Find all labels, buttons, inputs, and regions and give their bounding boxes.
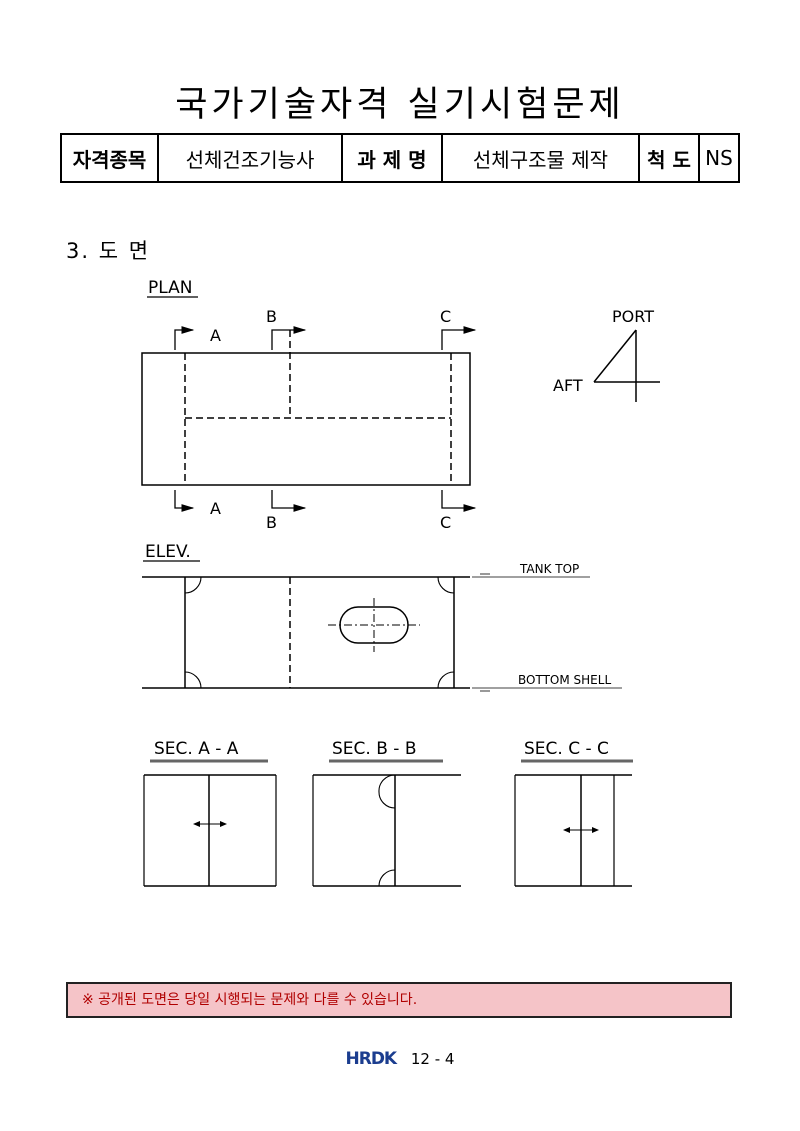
- scale-label: 척 도: [638, 133, 700, 183]
- sec-c-label: SEC. C - C: [524, 739, 609, 759]
- field-label: 자격종목: [60, 133, 159, 183]
- cut-c-top: C: [440, 307, 451, 326]
- cut-a-bottom: A: [210, 499, 221, 518]
- scale-value: NS: [698, 133, 740, 183]
- exam-info-table: 자격종목 선체건조기능사 과 제 명 선체구조물 제작 척 도 NS: [60, 133, 740, 183]
- bottom-shell-label: BOTTOM SHELL: [518, 673, 611, 687]
- elevation-view: ELEV. TANK TOP BOTTOM SHELL: [142, 542, 622, 692]
- port-label: PORT: [612, 307, 654, 326]
- page-number: 12 - 4: [410, 1050, 455, 1068]
- elev-label: ELEV.: [145, 542, 191, 562]
- sec-b-label: SEC. B - B: [332, 739, 416, 759]
- section-b-b: SEC. B - B: [312, 739, 461, 887]
- aft-label: AFT: [553, 376, 583, 395]
- cut-b-bottom: B: [266, 513, 277, 532]
- cut-a-top: A: [210, 326, 221, 345]
- field-value: 선체건조기능사: [157, 133, 343, 183]
- task-value: 선체구조물 제작: [441, 133, 640, 183]
- page-footer: HRDK 12 - 4: [0, 1049, 800, 1069]
- section-title: 3. 도 면: [66, 239, 151, 263]
- section-a-a: SEC. A - A: [143, 739, 277, 887]
- sec-a-label: SEC. A - A: [154, 739, 239, 759]
- notice-banner: ※ 공개된 도면은 당일 시행되는 문제와 다를 수 있습니다.: [66, 982, 732, 1018]
- plan-view: PLAN A A B B C C: [141, 278, 477, 532]
- hrdk-logo: HRDK: [345, 1049, 398, 1069]
- plan-label: PLAN: [148, 278, 192, 298]
- task-label: 과 제 명: [341, 133, 443, 183]
- cut-b-top: B: [266, 307, 277, 326]
- plan-outline: [141, 352, 471, 486]
- orientation-symbol: PORT AFT: [553, 307, 660, 402]
- cut-c-bottom: C: [440, 513, 451, 532]
- page-title: 국가기술자격 실기시험문제: [175, 85, 625, 125]
- tank-top-label: TANK TOP: [519, 562, 579, 576]
- section-c-c: SEC. C - C: [514, 739, 633, 887]
